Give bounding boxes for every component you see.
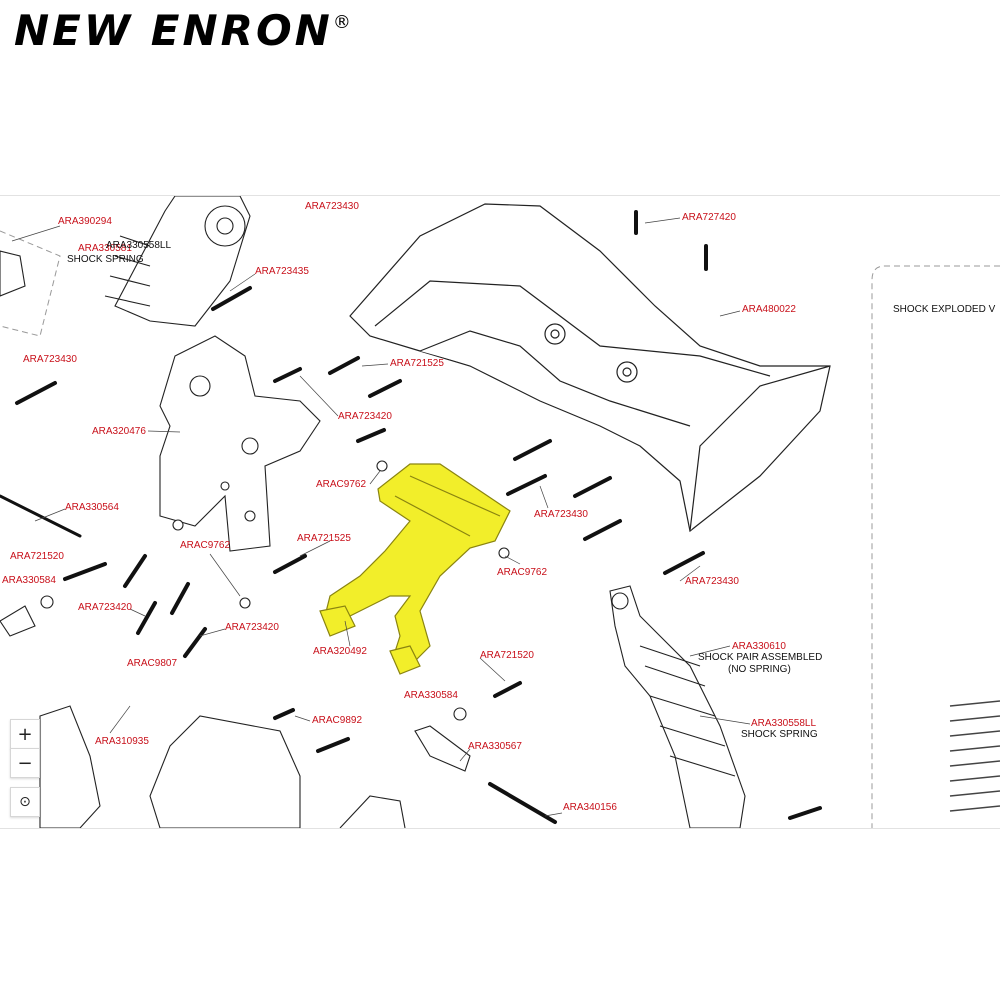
part-label: ARA721520 — [10, 551, 64, 562]
part-label: SHOCK PAIR ASSEMBLED — [698, 652, 822, 663]
part-label: ARA723420 — [225, 622, 279, 633]
dashed-shock-panel — [871, 265, 1000, 828]
part-label: ARAC9762 — [497, 567, 547, 578]
leader-lines — [11, 217, 751, 817]
part-label: ARA320492 — [313, 646, 367, 657]
part-label: ARA723430 — [685, 576, 739, 587]
exploded-parts-diagram: ARA390294 ARA330581 ARA330558LL SHOCK SP… — [0, 196, 1000, 828]
minus-icon: − — [17, 752, 33, 774]
part-label: ARA727420 — [682, 212, 736, 223]
zoom-in-button[interactable]: + — [10, 719, 40, 749]
part-label: ARA721525 — [390, 358, 444, 369]
part-label: ARAC9892 — [312, 715, 362, 726]
brand-logo: NEW ENRON® — [14, 6, 351, 55]
zoom-out-button[interactable]: − — [10, 748, 40, 778]
part-label: ARA723435 — [255, 266, 309, 277]
part-label: ARA320476 — [92, 426, 146, 437]
left-shock — [104, 196, 251, 327]
spring-stack — [949, 700, 1000, 812]
part-label: ARAC9807 — [127, 658, 177, 669]
part-label: ARA330581 — [78, 243, 132, 254]
part-label: ARA330567 — [468, 741, 522, 752]
crosshair-icon: ⊙ — [19, 794, 31, 810]
right-shock — [609, 585, 746, 828]
part-label: ARA723430 — [23, 354, 77, 365]
part-label: ARA480022 — [742, 304, 796, 315]
part-label: (NO SPRING) — [728, 664, 791, 675]
recenter-button[interactable]: ⊙ — [10, 787, 40, 817]
wing-mount-highlighted — [319, 463, 511, 675]
part-label: ARA721520 — [480, 650, 534, 661]
nuts — [40, 460, 510, 721]
registered-mark: ® — [332, 12, 351, 33]
part-label: ARAC9762 — [180, 540, 230, 551]
part-label: ARA330564 — [65, 502, 119, 513]
part-label: ARAC9762 — [316, 479, 366, 490]
rear-wing — [349, 203, 831, 533]
part-label: ARA721525 — [297, 533, 351, 544]
part-label: SHOCK SPRING — [67, 254, 144, 265]
lower-parts — [0, 250, 471, 828]
part-label: ARA390294 — [58, 216, 112, 227]
brand-name: NEW ENRON — [14, 6, 333, 55]
part-label: ARA723420 — [338, 411, 392, 422]
part-label: ARA330610 — [732, 641, 786, 652]
part-label: ARA340156 — [563, 802, 617, 813]
part-label: ARA330584 — [2, 575, 56, 586]
part-label: ARA723430 — [534, 509, 588, 520]
part-label: ARA330558LL — [751, 718, 816, 729]
panel-title: SHOCK EXPLODED V — [893, 304, 996, 315]
part-label: ARA723430 — [305, 201, 359, 212]
dashed-callout-box — [0, 230, 61, 337]
diagram-viewer[interactable]: ARA390294 ARA330581 ARA330558LL SHOCK SP… — [0, 195, 1000, 829]
part-label: ARA310935 — [95, 736, 149, 747]
part-label: ARA330558LL — [106, 240, 171, 251]
part-label: ARA330584 — [404, 690, 458, 701]
part-label: SHOCK SPRING — [741, 729, 818, 740]
plus-icon: + — [17, 723, 33, 745]
part-label: ARA723420 — [78, 602, 132, 613]
hub-carrier — [159, 335, 321, 552]
screws — [0, 210, 822, 824]
